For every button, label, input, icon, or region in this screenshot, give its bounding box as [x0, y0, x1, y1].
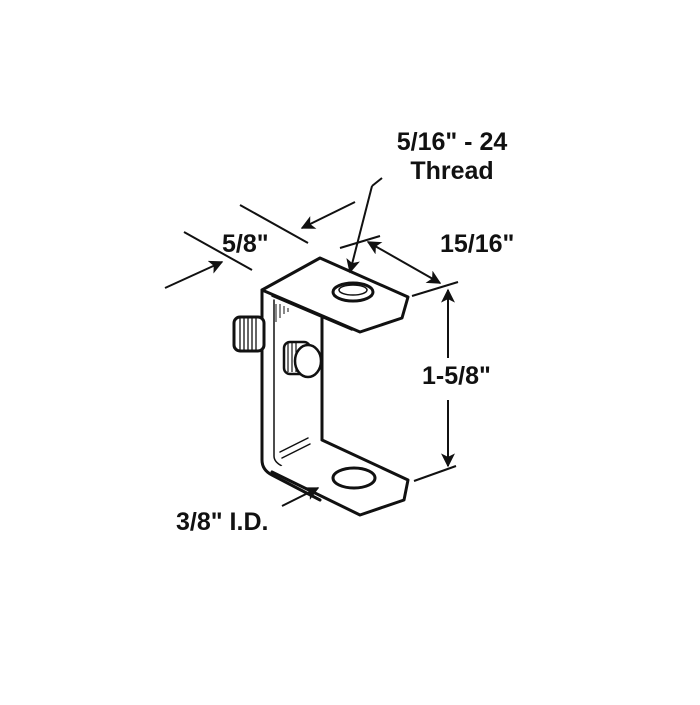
hole-diameter-label: 3/8" I.D. — [176, 508, 269, 536]
bottom-hole — [331, 466, 377, 490]
depth-dimension-label: 15/16" — [440, 230, 515, 258]
height-dimension-label: 1-5/8" — [422, 362, 491, 390]
threaded-stud-front — [282, 340, 323, 379]
vertical-plate — [260, 288, 322, 502]
thread-size-label: 5/16" - 24 — [396, 128, 508, 156]
thread-word-label: Thread — [410, 156, 494, 185]
thread-spec-label: 5/16" - 24 Thread — [372, 128, 532, 186]
threaded-stud-rear — [232, 315, 266, 353]
top-threaded-hole — [331, 281, 375, 303]
width-dimension-label: 5/8" — [222, 230, 269, 258]
